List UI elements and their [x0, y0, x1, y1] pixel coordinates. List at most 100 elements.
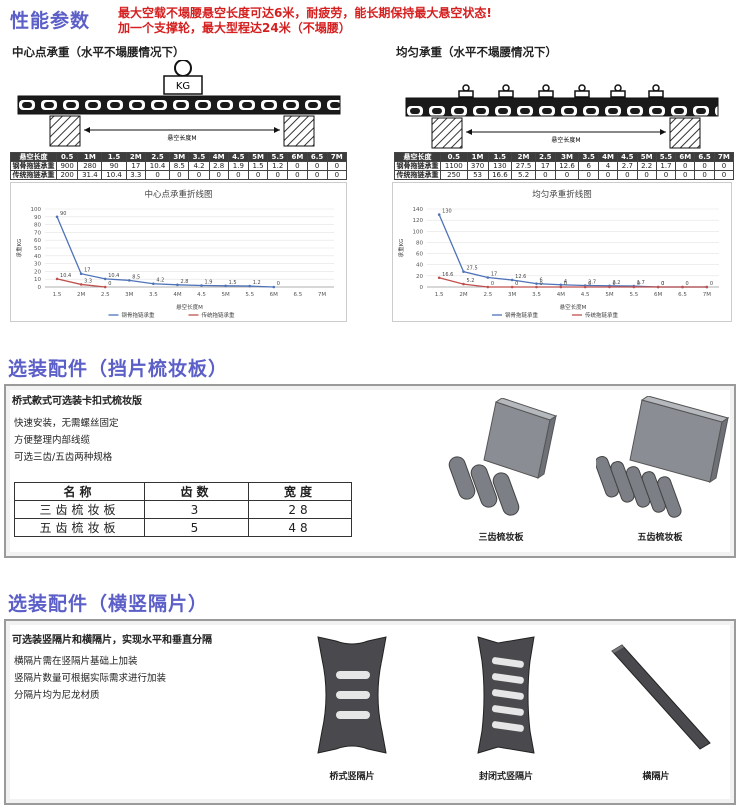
data-point [608, 285, 611, 289]
series-line [56, 216, 274, 288]
x-tick-label: 5M [605, 292, 613, 298]
data-label: 0 [491, 281, 494, 287]
data-label: 2.2 [613, 280, 621, 286]
data-label: 0 [661, 281, 664, 287]
table-cell: 0 [617, 170, 638, 180]
table-cell: 5.2 [511, 170, 536, 180]
y-tick-label: 140 [413, 207, 424, 213]
bridge-separator-caption: 桥式竖隔片 [329, 772, 375, 782]
table-cell: 1.5 [487, 152, 513, 162]
data-label: 16.6 [442, 272, 453, 278]
x-tick-label: 2.5 [483, 292, 492, 298]
comb-line-3: 可选三齿/五齿两种规格 [14, 452, 113, 463]
data-label: 4.2 [156, 278, 164, 284]
table-cell: 0 [326, 161, 348, 171]
y-axis-label: 承重KG [15, 239, 23, 258]
legend-label: 钢骨拖链承重 [122, 311, 156, 319]
data-point [272, 285, 276, 289]
data-label: 6 [540, 278, 543, 284]
data-point [681, 285, 684, 289]
left-subtitle: 中心点承重（水平不塌腰情况下） [12, 45, 185, 59]
table-cell: 钢骨拖链承重 [394, 161, 441, 171]
table-cell: 900 [55, 161, 79, 171]
data-label: 0 [710, 281, 713, 287]
data-point [462, 270, 465, 273]
data-label: 0 [277, 281, 280, 287]
y-tick-label: 60 [416, 252, 423, 258]
data-label: 10.4 [108, 273, 119, 279]
data-point [559, 283, 563, 287]
table-cell: 1.5 [101, 152, 127, 162]
comb-col-teeth: 齿数 [144, 482, 249, 501]
separator-heading: 可选装竖隔片和横隔片，实现水平和垂直分隔 [12, 635, 212, 646]
table-cell: 10.4 [101, 170, 127, 180]
y-tick-label: 60 [34, 238, 41, 244]
table-cell: 12.6 [554, 161, 580, 171]
table-cell: 0 [694, 170, 715, 180]
data-label: 2.7 [588, 279, 596, 285]
comb-cell: 5 [144, 518, 249, 537]
table-cell: 4.5 [227, 152, 249, 162]
legend-label: 钢骨拖链承重 [505, 311, 539, 319]
y-tick-label: 100 [31, 207, 42, 213]
table-cell: 0 [675, 161, 696, 171]
table-cell: 3.5 [578, 152, 600, 162]
table-cell: 280 [77, 161, 103, 171]
table-cell: 17 [534, 161, 556, 171]
y-tick-label: 10 [34, 277, 41, 283]
data-point [486, 276, 490, 279]
kg-label: KG [176, 81, 190, 92]
y-tick-label: 20 [34, 269, 41, 275]
table-cell: 0 [713, 161, 735, 171]
x-tick-label: 2.5 [101, 292, 110, 298]
center-load-diagram: KG 悬空长度M [17, 60, 341, 147]
section-title-performance: 性能参数 [10, 10, 91, 32]
chart-title: 中心点承重折线图 [144, 189, 212, 200]
table-cell: 2.5 [534, 152, 556, 162]
series-line [56, 278, 106, 288]
table-cell: 2.8 [208, 161, 229, 171]
table-cell: 传统拖链承重 [10, 170, 57, 180]
table-cell: 31.4 [77, 170, 103, 180]
x-tick-label: 1.5 [53, 292, 62, 298]
table-cell: 1.2 [267, 161, 289, 171]
table-cell: 4.5 [617, 152, 638, 162]
table-cell: 0 [208, 170, 229, 180]
table-cell: 250 [440, 170, 468, 180]
separator-panel: 可选装竖隔片和横隔片，实现水平和垂直分隔 横隔片需在竖隔片基础上加装 竖隔片数量… [4, 619, 736, 805]
table-cell: 4.2 [188, 161, 210, 171]
data-point [656, 285, 660, 289]
data-point [535, 282, 538, 285]
y-tick-label: 100 [413, 229, 424, 235]
data-point [559, 285, 563, 289]
data-point [55, 215, 59, 219]
table-cell: 2.7 [617, 161, 638, 171]
data-point [176, 283, 179, 287]
data-point [535, 285, 538, 289]
table-cell: 1100 [440, 161, 468, 171]
data-label: 90 [60, 211, 66, 217]
separator-line-3: 分隔片均为尼龙材质 [14, 690, 100, 701]
data-point [152, 282, 155, 286]
comb-cell: 48 [248, 518, 352, 537]
table-cell: 0 [227, 170, 249, 180]
comb-spec-table: 名称 齿数 宽度 三齿梳妆板 3 28 五齿梳妆板 5 48 [14, 482, 352, 537]
separator-line-1: 横隔片需在竖隔片基础上加装 [14, 656, 138, 667]
section-title-separator: 选装配件（横竖隔片） [8, 593, 209, 615]
table-cell: 2M [125, 152, 146, 162]
table-cell: 0 [287, 161, 308, 171]
five-tooth-comb-image [596, 396, 730, 518]
data-point [510, 278, 514, 282]
x-tick-label: 4.5 [197, 292, 206, 298]
closed-separator-image [477, 636, 535, 754]
table-cell: 0 [554, 170, 580, 180]
data-label: 0 [540, 281, 543, 287]
comb-col-width: 宽度 [248, 482, 352, 501]
table-cell: 0 [306, 170, 328, 180]
data-point [462, 282, 465, 286]
x-tick-label: 3.5 [149, 292, 158, 298]
